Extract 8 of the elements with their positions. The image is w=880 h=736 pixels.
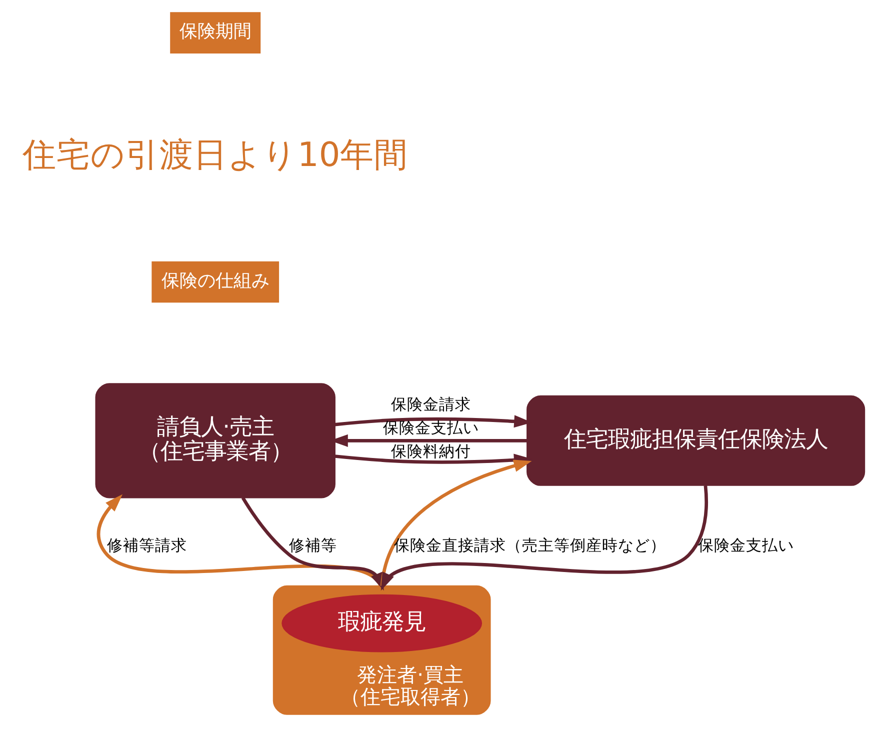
edge-label: 保険金直接請求（売主等倒産時など） (393, 535, 666, 554)
edge-label: 保険料納付 (390, 442, 471, 461)
label: 住宅の引渡日より10年間 (22, 134, 408, 174)
edge-label: 修補等 (288, 535, 337, 554)
edge-label: 保険金請求 (390, 394, 471, 414)
edge-label: 修補等請求 (106, 535, 187, 554)
edge-label: 保険金支払い (382, 418, 479, 438)
edge-label: 保険金支払い (698, 535, 794, 554)
